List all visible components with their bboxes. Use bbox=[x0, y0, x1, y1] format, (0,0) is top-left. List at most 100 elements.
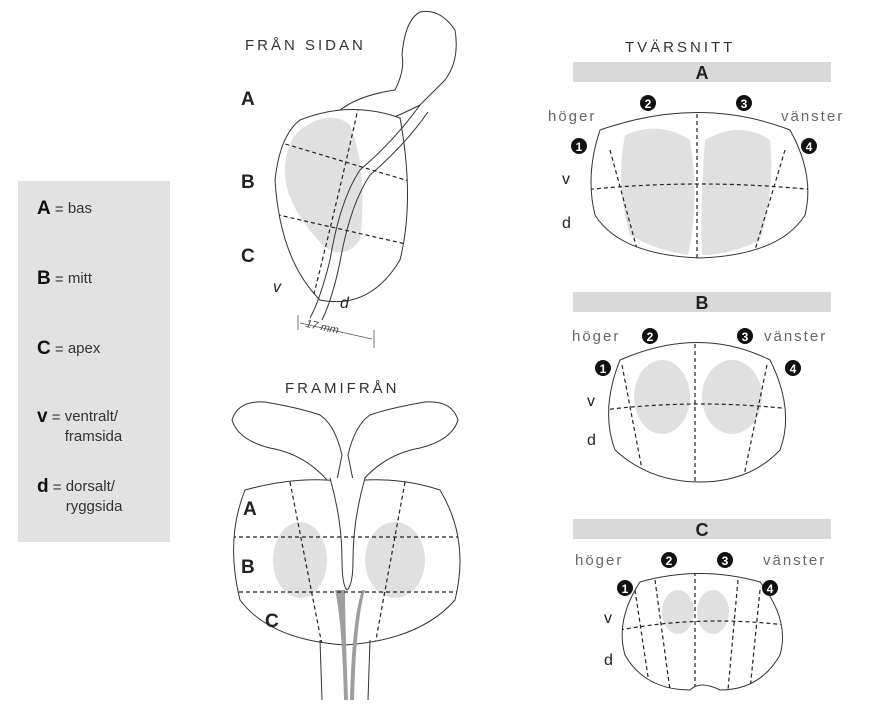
section-a-badge-1-text: 1 bbox=[576, 140, 583, 154]
section-c-badge-2-text: 2 bbox=[666, 554, 673, 568]
section-a-dash-l bbox=[609, 149, 641, 258]
side-label-b: B bbox=[241, 172, 255, 193]
front-view-title: FRAMIFRÅN bbox=[285, 380, 400, 397]
section-b-label-d: d bbox=[587, 432, 596, 449]
section-b-header-bar bbox=[573, 292, 831, 312]
section-b-badge-2-text: 2 bbox=[647, 330, 654, 344]
section-c-outline bbox=[621, 573, 783, 691]
section-a-badge-1 bbox=[571, 138, 587, 154]
section-b-dash-h bbox=[608, 403, 786, 411]
side-label-v: v bbox=[273, 279, 282, 296]
legend-panel bbox=[18, 181, 170, 542]
side-view: FRÅN SIDAN A B C v d 17 mm bbox=[241, 10, 457, 348]
side-label-a: A bbox=[241, 89, 255, 110]
legend-text: bas bbox=[67, 200, 93, 217]
legend-text-line2: framsida bbox=[64, 428, 123, 445]
section-a-left-label: höger bbox=[548, 108, 596, 125]
section-a-right-zone bbox=[701, 130, 772, 255]
legend-item-d: d = dorsalt/ryggsida bbox=[37, 477, 122, 517]
section-a-badge-2-text: 2 bbox=[645, 97, 652, 111]
section-b-badge-1 bbox=[595, 360, 611, 376]
section-c-dash-r2 bbox=[749, 589, 761, 690]
section-c-label-v: v bbox=[604, 610, 612, 627]
legend-text-line1: ventralt/ bbox=[64, 408, 119, 425]
section-b-badge-3-text: 3 bbox=[742, 330, 749, 344]
section-b-badge-4 bbox=[785, 360, 801, 376]
legend-text-line2: ryggsida bbox=[65, 498, 123, 515]
cross-section-title: TVÄRSNITT bbox=[625, 39, 735, 56]
legend-eq: = bbox=[52, 479, 62, 496]
section-c-dash-l1 bbox=[634, 589, 651, 690]
front-label-b: B bbox=[241, 557, 255, 578]
section-c-badge-1-text: 1 bbox=[622, 582, 629, 596]
section-c-left-zone bbox=[662, 590, 694, 634]
section-c-header-bar bbox=[573, 519, 831, 539]
section-b-right-label: vänster bbox=[764, 328, 827, 345]
section-c-right-label: vänster bbox=[763, 552, 826, 569]
side-label-c: C bbox=[241, 246, 255, 267]
legend-eq: = bbox=[51, 409, 61, 426]
front-urethra-right bbox=[350, 590, 365, 700]
section-c-left-label: höger bbox=[575, 552, 623, 569]
measure-arrow-line bbox=[299, 322, 373, 340]
section-b-badge-2 bbox=[642, 328, 658, 344]
front-label-c: C bbox=[265, 611, 279, 632]
section-a-dash-r bbox=[751, 149, 786, 258]
legend-item-a: A = bas bbox=[37, 199, 92, 220]
section-b-badge-1-text: 1 bbox=[600, 362, 607, 376]
section-b-badge-4-text: 4 bbox=[790, 362, 797, 376]
section-c-label-d: d bbox=[604, 652, 613, 669]
legend-key: B bbox=[37, 268, 51, 289]
section-a-badge-2 bbox=[640, 95, 656, 111]
cross-section-c: C höger vänster 2 3 1 4 v d bbox=[573, 519, 831, 691]
section-c-dash-l2 bbox=[654, 579, 671, 690]
legend-text: mitt bbox=[67, 270, 93, 287]
section-a-badge-4-text: 4 bbox=[806, 140, 813, 154]
section-b-left-zone bbox=[634, 360, 690, 434]
section-b-dash-l bbox=[621, 364, 646, 482]
section-a-label-v: v bbox=[562, 171, 570, 188]
side-dash-1 bbox=[275, 139, 408, 183]
legend-item-b: B = mitt bbox=[37, 269, 92, 290]
legend-key: C bbox=[37, 338, 51, 359]
section-c-badge-2 bbox=[661, 552, 677, 568]
section-a-right-label: vänster bbox=[781, 108, 844, 125]
section-c-dash-r1 bbox=[727, 579, 739, 690]
section-c-badge-3-text: 3 bbox=[722, 554, 729, 568]
section-a-badge-4 bbox=[801, 138, 817, 154]
legend-key: v bbox=[37, 406, 48, 427]
section-a-dash-h bbox=[591, 183, 808, 191]
side-dash-3 bbox=[309, 109, 361, 302]
section-c-badge-3 bbox=[717, 552, 733, 568]
front-right-vesicle bbox=[347, 401, 459, 492]
section-b-left-label: höger bbox=[572, 328, 620, 345]
front-right-zone bbox=[365, 522, 425, 598]
section-a-badge-3-text: 3 bbox=[741, 97, 748, 111]
front-label-a: A bbox=[243, 499, 257, 520]
section-c-badge-1 bbox=[617, 580, 633, 596]
section-c-header: C bbox=[696, 520, 709, 540]
section-b-header: B bbox=[696, 293, 709, 313]
section-a-label-d: d bbox=[562, 215, 571, 232]
side-urethra-line-2 bbox=[321, 111, 429, 321]
section-c-badge-4-text: 4 bbox=[767, 582, 774, 596]
section-c-right-zone bbox=[697, 590, 729, 634]
legend-eq: = bbox=[54, 341, 64, 358]
side-peripheral-zone bbox=[284, 117, 363, 253]
front-left-zone bbox=[273, 522, 327, 598]
section-b-right-zone bbox=[702, 360, 762, 434]
side-label-d: d bbox=[340, 295, 350, 312]
section-b-badge-3 bbox=[737, 328, 753, 344]
legend-text-line1: dorsalt/ bbox=[65, 478, 115, 495]
legend-key: d bbox=[37, 476, 49, 497]
legend-text: ventralt/framsida bbox=[65, 407, 123, 447]
section-c-badge-4 bbox=[762, 580, 778, 596]
front-urethra-outer bbox=[319, 639, 371, 701]
front-left-vesicle bbox=[231, 401, 343, 492]
section-b-label-v: v bbox=[587, 393, 595, 410]
side-view-title: FRÅN SIDAN bbox=[245, 37, 366, 54]
cross-section-a: A höger vänster 2 3 1 4 v d bbox=[548, 62, 844, 259]
legend-item-c: C = apex bbox=[37, 339, 100, 360]
legend-eq: = bbox=[54, 201, 64, 218]
